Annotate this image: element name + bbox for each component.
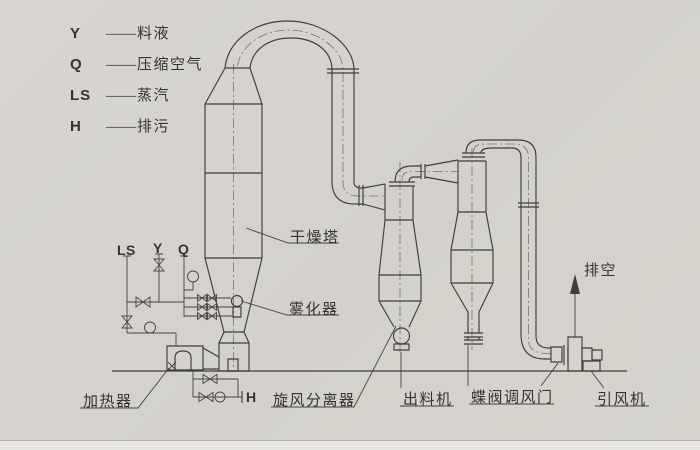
centerlines [234, 30, 552, 368]
scan-paper-edge [0, 440, 700, 450]
cyclone-separator-2 [451, 153, 493, 344]
label-induced-draft-fan: 引风机 [597, 392, 647, 408]
label-butterfly-damper: 蝶阀调风门 [471, 390, 554, 406]
cyclone-separator-1 [379, 160, 458, 350]
label-drying-tower: 干燥塔 [290, 230, 340, 246]
legend-term: 压缩空气 [137, 57, 204, 73]
legend-symbol: LS [70, 87, 92, 104]
legend-symbol: Q [70, 56, 83, 73]
legend-symbol: H [70, 118, 82, 135]
legend-item-feed: Y ——料液 [70, 22, 203, 53]
tower-outlet-bend-pipe [225, 21, 385, 210]
leader-lines [80, 228, 649, 408]
drain-piping [193, 370, 242, 403]
legend-item-steam: LS ——蒸汽 [70, 84, 203, 115]
legend-term: 排污 [137, 119, 171, 135]
stream-label-h-drain: H [246, 389, 257, 405]
legend-dash: —— [106, 26, 136, 42]
label-cyclone-separator: 旋风分离器 [273, 393, 356, 409]
exhaust-arrow [570, 274, 580, 337]
legend-dash: —— [106, 88, 136, 104]
legend-symbol: Y [70, 25, 82, 42]
legend: Y——料液 Q——压缩空气 LS——蒸汽 H——排污 [70, 22, 203, 146]
legend-term: 料液 [137, 26, 171, 42]
legend-term: 蒸汽 [137, 88, 171, 104]
label-exhaust: 排空 [584, 263, 618, 279]
legend-dash: —— [106, 57, 136, 73]
label-heater: 加热器 [83, 394, 133, 410]
legend-dash: —— [106, 119, 136, 135]
label-discharge-machine: 出料机 [403, 392, 453, 408]
stream-label-q: Q [178, 241, 190, 257]
stream-label-ls: LS [117, 242, 136, 258]
exhaust-u-pipe [466, 140, 551, 359]
legend-item-blowdown: H ——排污 [70, 115, 203, 146]
label-atomizer: 雾化器 [289, 302, 339, 318]
stream-label-y: Y [153, 240, 163, 256]
legend-item-compressed-air: Q ——压缩空气 [70, 53, 203, 84]
drying-tower [205, 68, 262, 371]
induced-draft-fan [551, 337, 602, 371]
heater [167, 346, 219, 370]
